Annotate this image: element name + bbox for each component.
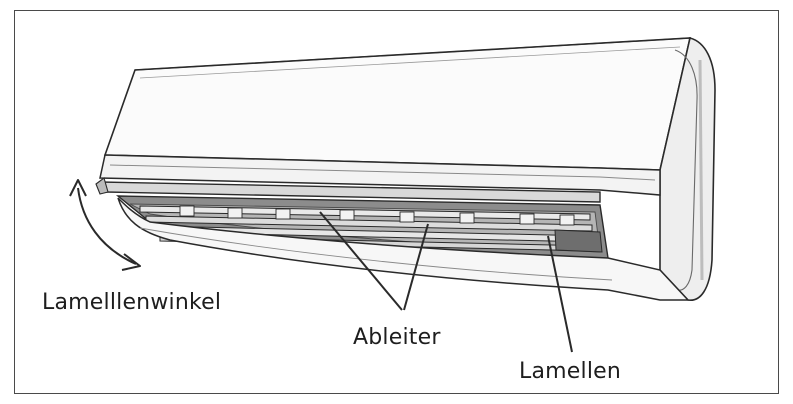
louvers-label: Lamellen [519, 359, 622, 384]
bottom-housing [117, 197, 690, 301]
louver-angle-label: Lamelllenwinkel [42, 290, 222, 315]
leader-lines [319, 211, 573, 353]
louver-angle-arrow [69, 179, 141, 271]
deflector-blades [179, 205, 575, 226]
deflector-leader-left [319, 211, 403, 311]
deflector-leader-right [403, 223, 429, 311]
louvers-leader [547, 235, 573, 353]
deflector-label: Ableiter [353, 325, 441, 350]
front-panel-strip [99, 154, 661, 196]
deflector-flap [95, 177, 601, 203]
